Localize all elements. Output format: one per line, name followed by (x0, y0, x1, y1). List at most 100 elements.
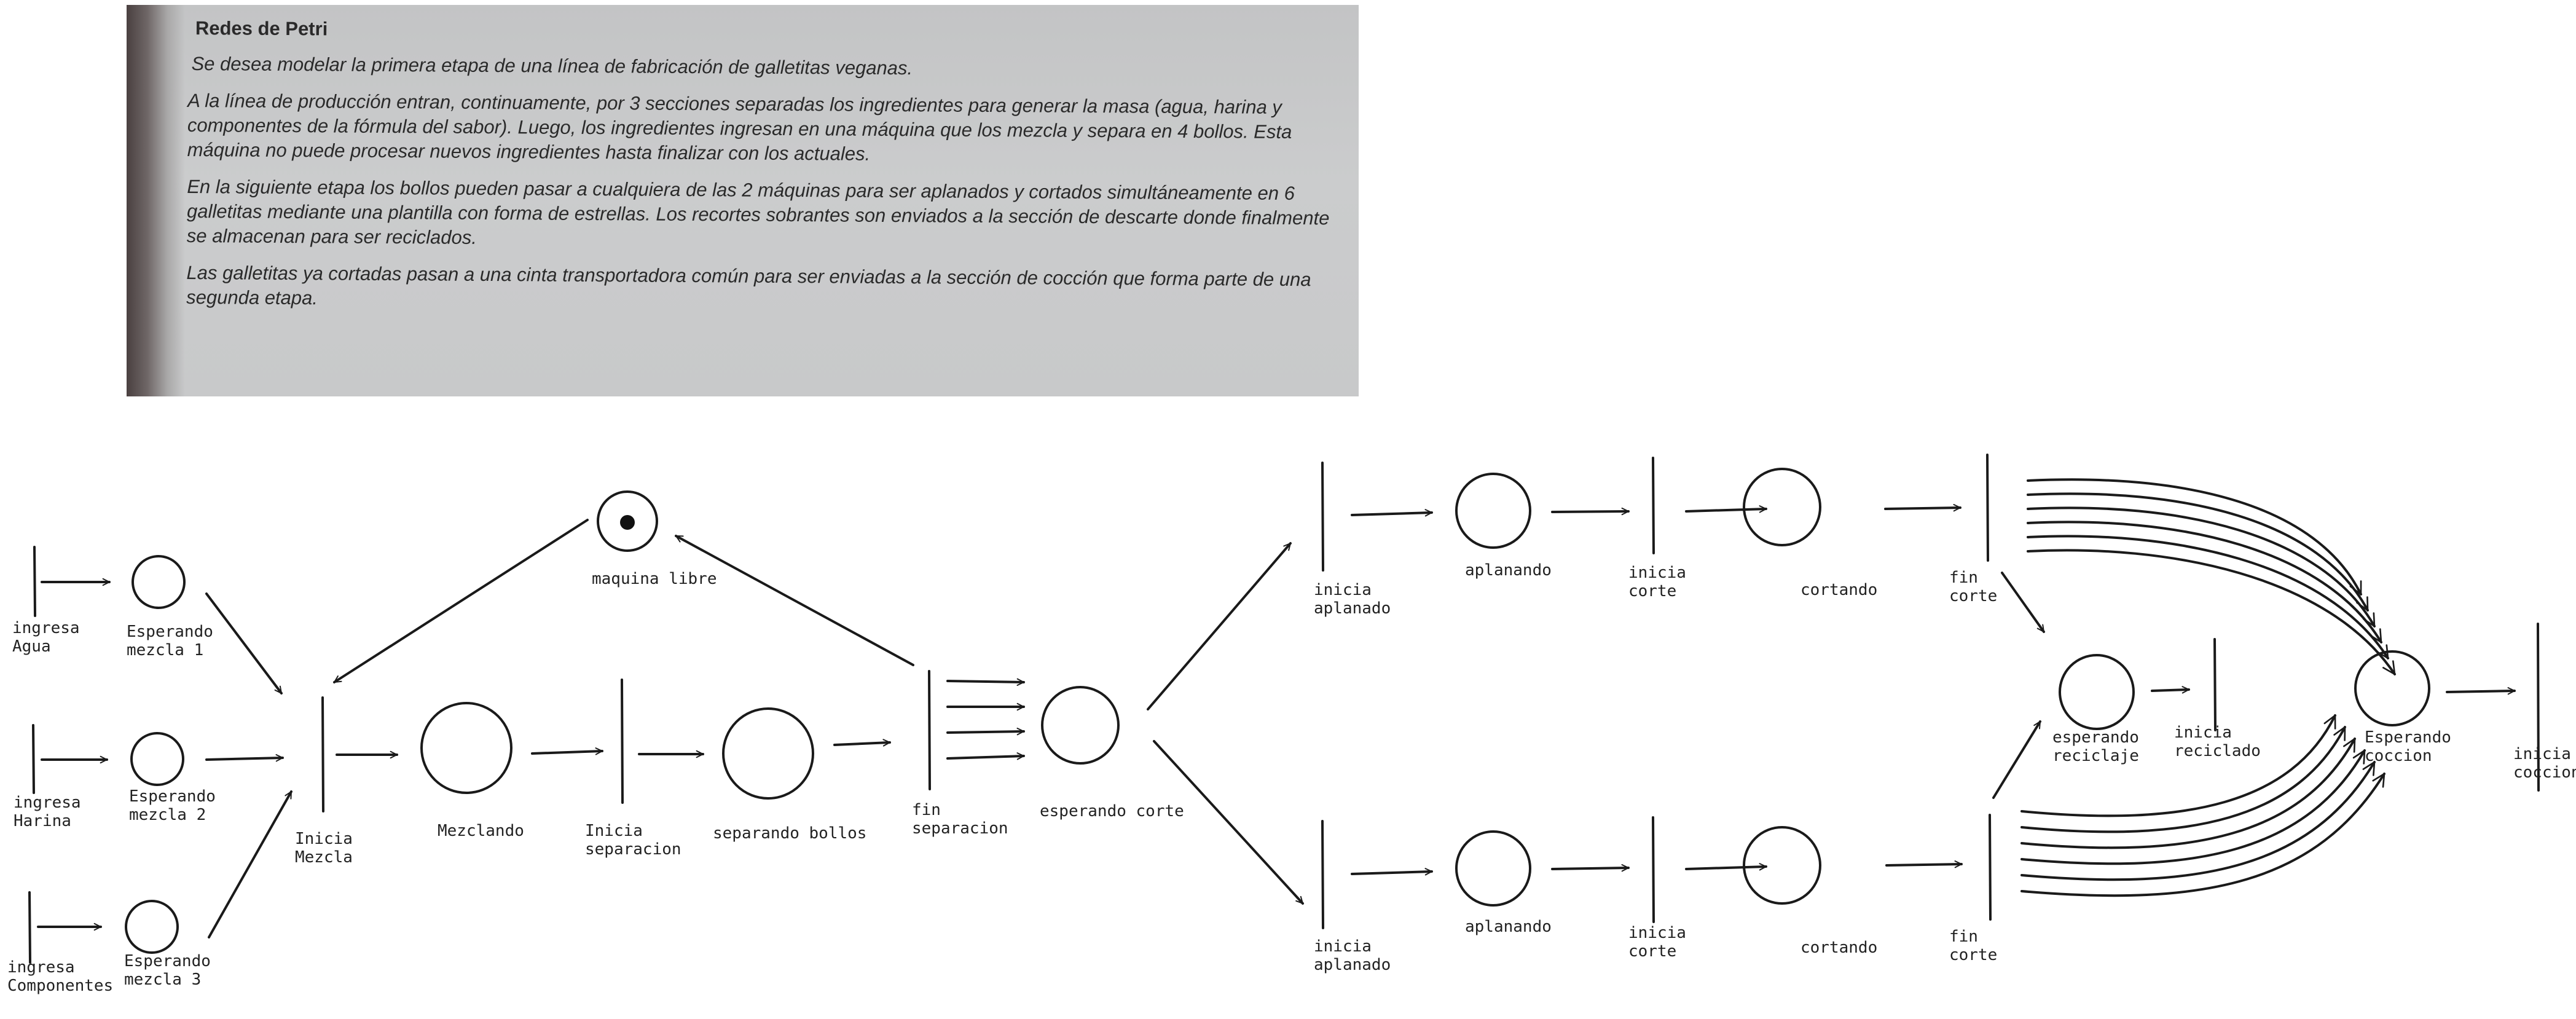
problem-statement-photo: Redes de Petri Se desea modelar la prime… (127, 5, 1359, 396)
arc-fin-corte-1-to-esperando-coccion-stroke-5 (2027, 535, 2389, 659)
place-circle (2059, 654, 2135, 730)
place-cortando-1 (1743, 468, 1821, 546)
transition-inicia-corte-2 (1652, 816, 1655, 923)
place-circle (130, 732, 184, 786)
arc-aplanando-1-to-inicia-corte-1 (1551, 507, 1630, 516)
arc-inicia-aplanado-1-to-aplanando-1 (1351, 509, 1433, 517)
place-esperando-mezcla-2 (130, 732, 184, 786)
arc-fin-corte-1-to-esperando-coccion-stroke-4 (2027, 521, 2382, 643)
place-label-aplanando-1: aplanando (1465, 561, 1552, 580)
arc-inicia-corte-1-to-cortando-1 (1685, 505, 1767, 513)
place-circle (1743, 468, 1821, 546)
arc-fin-corte-2-to-esperando-coccion-stroke-2 (2020, 726, 2346, 833)
arc-esperando-corte-to-inicia-aplanado-2 (1153, 740, 1304, 905)
place-esperando-mezcla-3 (125, 900, 179, 954)
place-esperando-reciclaje (2059, 654, 2135, 730)
place-circle (722, 707, 814, 800)
arc-separando-bollos-to-fin-separacion (833, 739, 891, 747)
place-label-cortando-2: cortando (1800, 938, 1877, 957)
arc-fin-corte-2-to-esperando-coccion-stroke-6 (2020, 773, 2386, 897)
arc-fin-corte-1-to-esperando-coccion-stroke-1 (2027, 478, 2362, 596)
place-label-separando-bollos: separando bollos (713, 824, 866, 843)
place-circle (1743, 826, 1821, 905)
arc-esperando-reciclaje-to-inicia-reciclado (2151, 686, 2190, 694)
arc-fin-separacion-to-esperando-corte-stroke-3 (946, 727, 1025, 736)
token (620, 515, 635, 530)
place-circle (420, 702, 512, 794)
nodes-layer (28, 454, 2540, 964)
arc-fin-corte-2-to-esperando-coccion-stroke-4 (2020, 749, 2366, 865)
place-circle (1455, 473, 1531, 549)
place-esperando-coccion (2354, 650, 2430, 726)
arc-fin-corte-2-to-esperando-reciclaje (1992, 720, 2041, 799)
arc-esperando-mezcla-3-to-inicia-mezcla (208, 790, 293, 938)
transition-ingresa-agua (33, 546, 36, 617)
place-label-aplanando-2: aplanando (1465, 918, 1552, 936)
transition-inicia-aplanado-1 (1321, 462, 1324, 572)
arc-esperando-coccion-to-inicia-coccion (2446, 687, 2516, 695)
arc-mezclando-to-inicia-separacion (531, 747, 603, 755)
arc-aplanando-2-to-inicia-corte-2 (1551, 864, 1630, 872)
place-aplanando-1 (1455, 473, 1531, 549)
arc-fin-corte-2-to-esperando-coccion-stroke-5 (2020, 761, 2376, 881)
arc-fin-corte-1-to-esperando-coccion-stroke-6 (2027, 549, 2396, 675)
arcs-layer (37, 478, 2516, 938)
arc-inicia-aplanado-2-to-aplanando-2 (1351, 868, 1433, 876)
arc-inicia-corte-2-to-cortando-2 (1685, 863, 1767, 871)
transition-fin-separacion (928, 670, 931, 790)
place-label-cortando-1: cortando (1800, 581, 1877, 599)
transition-inicia-aplanado-2 (1321, 820, 1324, 929)
place-label-esperando-corte: esperando corte (1040, 802, 1184, 820)
arc-fin-corte-2-to-esperando-coccion-stroke-1 (2020, 714, 2336, 817)
place-circle (132, 555, 186, 609)
place-mezclando (420, 702, 512, 794)
photo-edge-shadow (127, 5, 185, 396)
place-circle (597, 490, 658, 552)
arc-fin-separacion-to-esperando-corte-stroke-4 (946, 752, 1025, 760)
place-label-maquina-libre: maquina libre (592, 570, 717, 588)
place-circle (1041, 686, 1120, 765)
place-cortando-2 (1743, 826, 1821, 905)
arc-esperando-corte-to-inicia-aplanado-1 (1147, 542, 1292, 710)
arc-cortando-1-to-fin-corte-1 (1884, 503, 1961, 512)
place-separando-bollos (722, 707, 814, 800)
arc-fin-corte-1-to-esperando-coccion-stroke-3 (2027, 506, 2376, 628)
arc-esperando-mezcla-1-to-inicia-mezcla (205, 592, 283, 694)
place-label-mezclando: Mezclando (438, 822, 524, 840)
transition-ingresa-componentes (28, 891, 31, 964)
transition-inicia-corte-1 (1652, 457, 1655, 554)
arc-fin-corte-1-to-esperando-coccion-stroke-2 (2027, 492, 2369, 612)
arc-cortando-2-to-fin-corte-2 (1885, 860, 1963, 868)
arc-fin-corte-2-to-esperando-coccion-stroke-3 (2020, 738, 2356, 849)
arc-fin-corte-1-to-esperando-reciclaje (2001, 572, 2045, 633)
place-circle (1455, 830, 1531, 907)
arc-maquina-libre-to-inicia-mezcla (333, 519, 589, 683)
arc-fin-separacion-to-esperando-corte-stroke-1 (946, 678, 1025, 687)
arc-fin-separacion-to-maquina-libre (675, 535, 914, 666)
arc-esperando-mezcla-2-to-inicia-mezcla (205, 754, 284, 762)
place-esperando-corte (1041, 686, 1120, 765)
transition-fin-corte-1 (1986, 454, 1989, 562)
place-esperando-mezcla-1 (132, 555, 186, 609)
transition-inicia-coccion (2537, 623, 2540, 792)
